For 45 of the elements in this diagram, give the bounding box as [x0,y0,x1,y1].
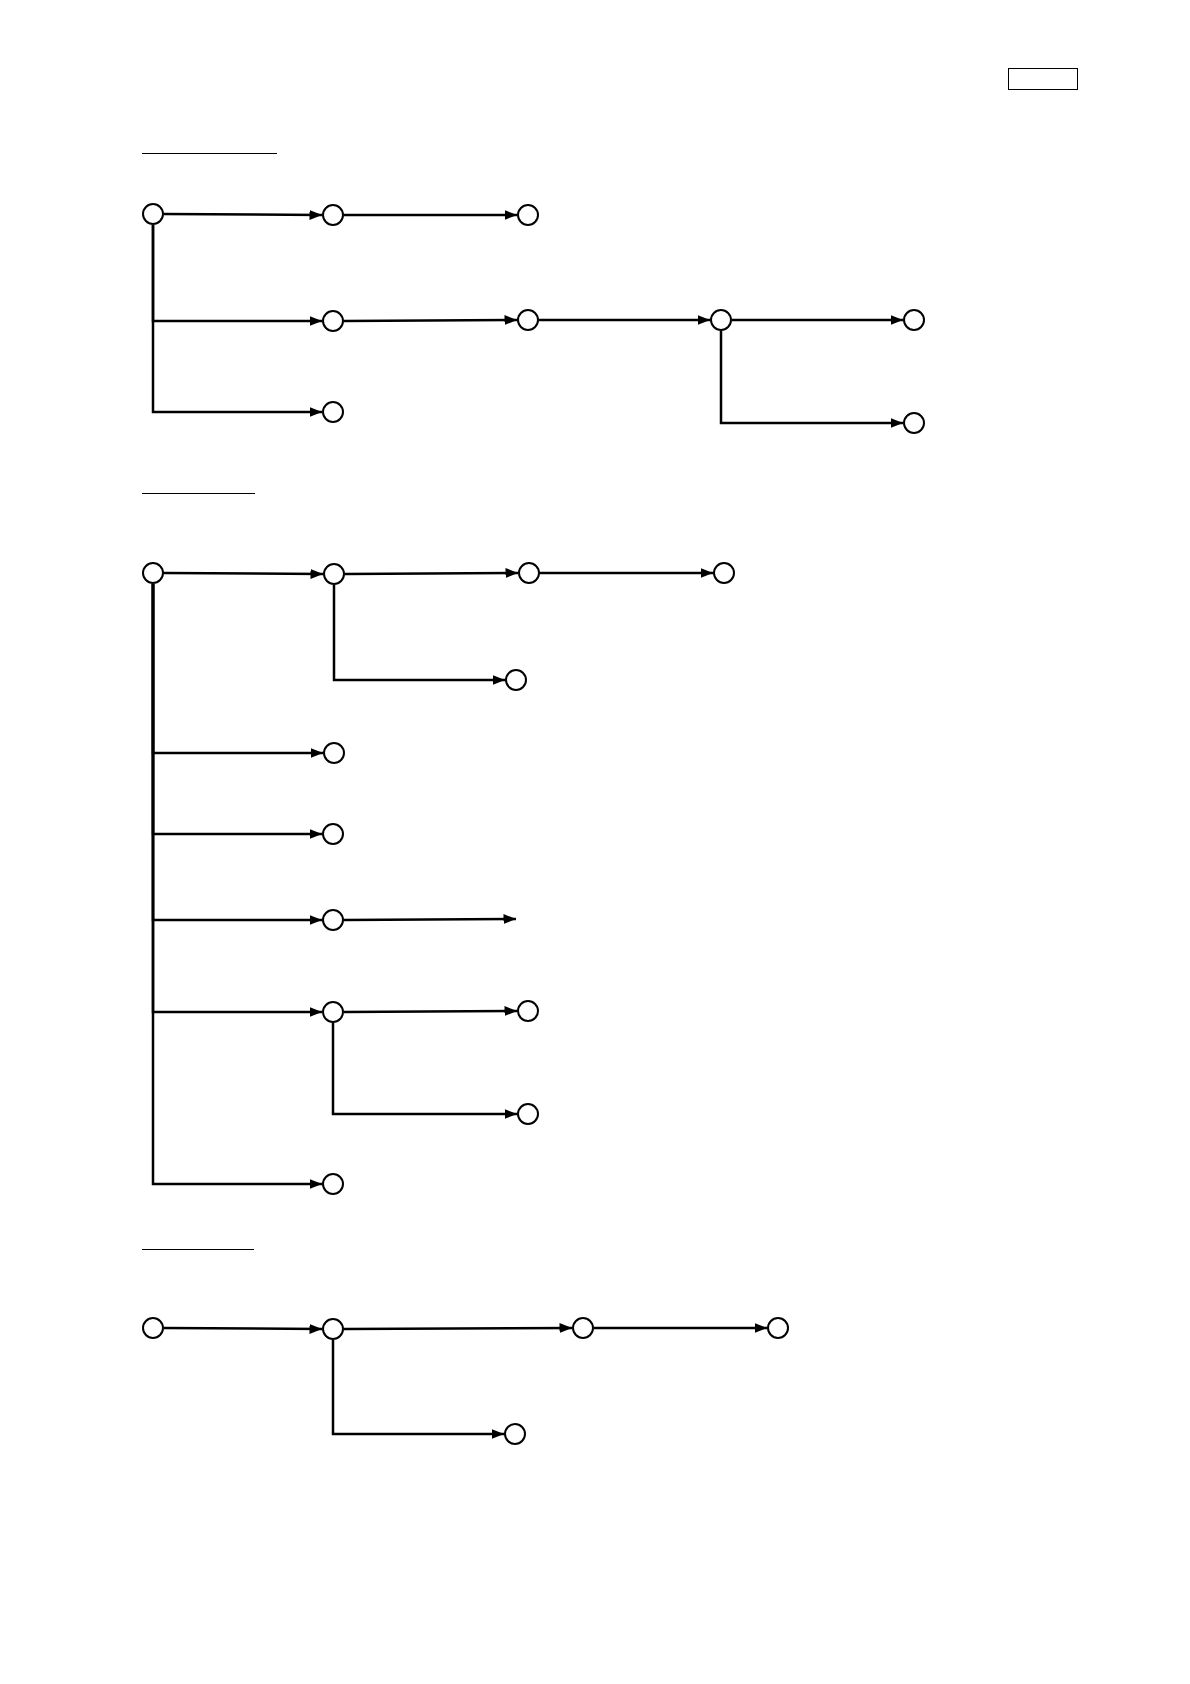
event-circle [517,204,539,226]
event-circle [710,309,732,331]
event-circle [322,909,344,931]
event-circle [517,1103,539,1125]
event-circle [322,1173,344,1195]
arrow [164,568,323,579]
event-circle [518,562,540,584]
event-circle [322,401,344,423]
arrow [164,209,322,220]
arrow [344,914,516,925]
event-circle [903,309,925,331]
arrow [345,568,518,579]
event-circle [323,563,345,585]
arrow [732,315,903,325]
event-circle [903,412,925,434]
arrow [344,1006,517,1017]
arrow [344,1323,572,1334]
event-circle [767,1317,789,1339]
event-circle [517,309,539,331]
arrow [151,584,322,1189]
arrow [344,315,517,326]
event-circle [142,1317,164,1339]
event-circle [713,562,735,584]
event-circle [323,742,345,764]
arrow [331,1023,517,1119]
event-circle [322,204,344,226]
event-circle [572,1317,594,1339]
event-circle [517,1000,539,1022]
arrow [540,568,713,578]
event-circle [322,823,344,845]
arrow [151,225,322,417]
arrow [539,315,710,325]
event-circle [322,310,344,332]
arrow [719,331,903,428]
event-circle [322,1001,344,1023]
event-circle [142,203,164,225]
arrow [594,1323,767,1333]
event-circle [504,1423,526,1445]
event-circle [142,562,164,584]
arrow [344,210,517,220]
arrow [332,585,505,685]
arrow [331,1340,504,1439]
event-circle [322,1318,344,1340]
event-circle [505,669,527,691]
arrow [164,1323,322,1334]
